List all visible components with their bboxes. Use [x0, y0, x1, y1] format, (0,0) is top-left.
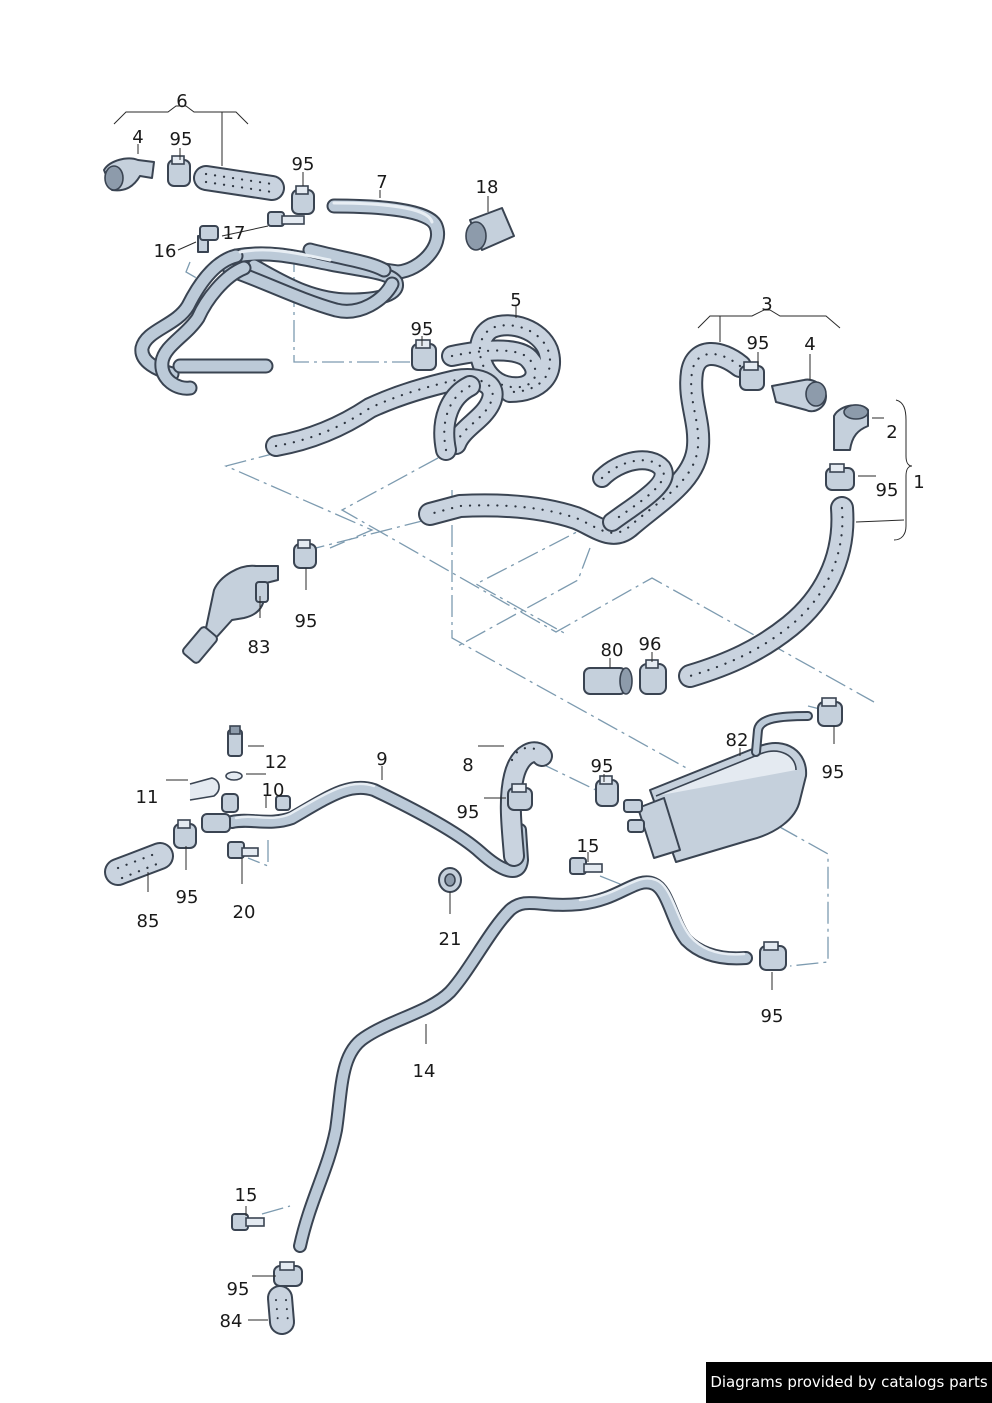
hose-6 [193, 165, 285, 201]
elbow-fitting-4-right [771, 378, 827, 413]
pipe-9 [225, 780, 529, 878]
hose-clamp-95j [595, 775, 619, 807]
hose-clamp-95l [273, 1261, 303, 1287]
hose-clamp-95k [759, 941, 787, 971]
pipe-stub-80 [583, 667, 633, 695]
hose-clamp-95i [507, 783, 533, 811]
callout-83: 83 [248, 637, 271, 658]
callout-2: 2 [886, 422, 897, 443]
callout-95: 95 [411, 319, 434, 340]
callout-84: 84 [220, 1311, 243, 1332]
grommet-18 [465, 207, 515, 251]
hose-clamp-95e [825, 463, 855, 491]
callout-95: 95 [176, 887, 199, 908]
elbow-fitting-4-left [103, 157, 155, 192]
callout-18: 18 [476, 177, 499, 198]
hose-85 [104, 842, 174, 886]
callout-96: 96 [639, 634, 662, 655]
hose-clamp-95g [817, 697, 843, 727]
callout-80: 80 [601, 640, 624, 661]
callout-95: 95 [170, 129, 193, 150]
hose-clamp-95f [293, 539, 317, 569]
callout-95: 95 [747, 333, 770, 354]
hose-clamp-95c [411, 339, 437, 371]
callout-6: 6 [176, 91, 187, 112]
footer-credit: Diagrams provided by catalogs parts [706, 1362, 992, 1403]
callout-21: 21 [439, 929, 462, 950]
bolt-15-upper [569, 857, 603, 875]
hose-clamp-95b [291, 185, 315, 215]
hose-3 [418, 342, 752, 545]
callout-15: 15 [235, 1185, 258, 1206]
callout-95: 95 [876, 480, 899, 501]
callout-4: 4 [804, 334, 815, 355]
callout-85: 85 [137, 911, 160, 932]
callout-14: 14 [413, 1061, 436, 1082]
pipe-7 [292, 198, 446, 280]
hose-clamp-95d [739, 361, 765, 391]
callout-95: 95 [292, 154, 315, 175]
connector-10 [201, 793, 291, 833]
callout-10: 10 [262, 780, 285, 801]
hose-clamp-95h [173, 819, 197, 849]
callout-95: 95 [295, 611, 318, 632]
hose-1 [678, 496, 855, 688]
callout-7: 7 [376, 172, 387, 193]
callout-95: 95 [227, 1279, 250, 1300]
callout-82: 82 [726, 730, 749, 751]
callout-95: 95 [591, 756, 614, 777]
callout-11: 11 [136, 787, 159, 808]
callout-9: 9 [376, 749, 387, 770]
pipe-14 [293, 875, 753, 1253]
temperature-sensor-12 [225, 725, 243, 781]
callout-1: 1 [913, 472, 924, 493]
callout-95: 95 [822, 762, 845, 783]
hose-5 [265, 314, 561, 461]
grommet-21 [438, 867, 462, 893]
retaining-clip-11 [189, 777, 220, 801]
callout-20: 20 [233, 902, 256, 923]
hose-84 [267, 1285, 295, 1335]
hose-clamp-95a [167, 155, 191, 187]
callout-16: 16 [154, 241, 177, 262]
hose-clamp-96 [639, 659, 667, 695]
pipe-assembly-6 [134, 242, 404, 396]
leader-lines [113, 105, 913, 1321]
bolt-15-lower [231, 1213, 265, 1231]
callout-95: 95 [457, 802, 480, 823]
bolt-20 [227, 841, 259, 859]
bolt-17 [267, 211, 305, 227]
coolant-flange-83 [182, 564, 279, 664]
callout-15: 15 [577, 836, 600, 857]
elbow-fitting-2 [833, 404, 869, 451]
callout-4: 4 [132, 127, 143, 148]
callout-12: 12 [265, 752, 288, 773]
callout-labels: 6 4 95 95 7 18 16 17 5 95 3 95 4 2 1 95 … [132, 91, 924, 1332]
callout-3: 3 [761, 294, 772, 315]
callout-17: 17 [223, 223, 246, 244]
callout-8: 8 [462, 755, 473, 776]
hose-8 [499, 741, 553, 867]
bolt-16 [197, 225, 219, 253]
callout-5: 5 [510, 290, 521, 311]
egr-cooler-82 [623, 711, 813, 863]
callout-95: 95 [761, 1006, 784, 1027]
